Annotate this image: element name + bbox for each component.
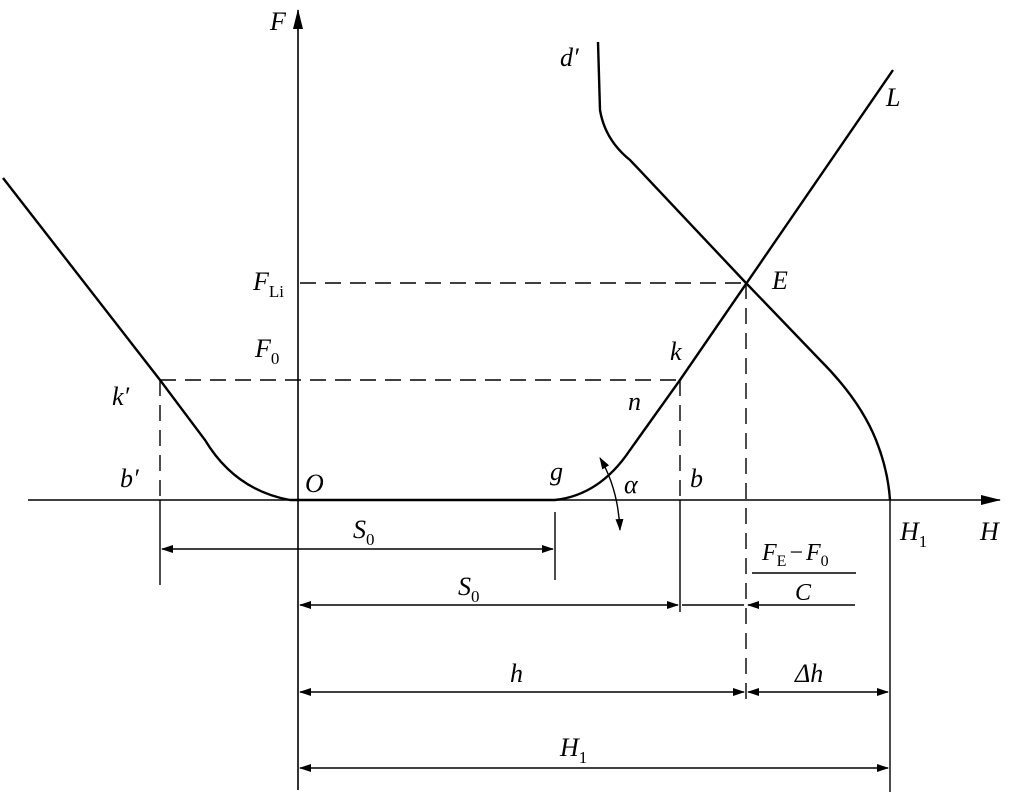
dimension-lines bbox=[161, 545, 889, 772]
angle-alpha-label: α bbox=[624, 470, 639, 499]
curve-l-label: L bbox=[885, 83, 900, 112]
h-label: h bbox=[510, 659, 523, 688]
point-k-prime-label: k′ bbox=[112, 382, 130, 411]
alpha-angle-arc bbox=[599, 457, 624, 531]
delta-h-label: Δh bbox=[794, 659, 823, 688]
h-axis-label: H bbox=[979, 517, 1000, 546]
dashed-guides bbox=[159, 282, 747, 700]
fraction-numerator: FE−F0 bbox=[761, 540, 829, 570]
point-g-label: g bbox=[550, 457, 563, 486]
point-e-label: E bbox=[771, 266, 788, 295]
point-h1-label: H1 bbox=[899, 517, 927, 551]
right-spring-curve-L bbox=[298, 69, 894, 502]
left-spring-curve bbox=[2, 177, 298, 502]
dimension-labels: S0 S0 h Δh H1 FE−F0 C bbox=[353, 515, 829, 767]
s0-upper-label: S0 bbox=[353, 515, 375, 549]
point-k-label: k bbox=[670, 337, 682, 366]
load-curve-d bbox=[596, 41, 892, 501]
curve-d-prime-label: d′ bbox=[560, 43, 579, 72]
fli-label: FLi bbox=[252, 267, 284, 301]
point-labels: F H FLi F0 E L d′ k k′ n g α b b′ O H1 bbox=[112, 7, 1000, 551]
fraction-denominator: C bbox=[795, 580, 812, 606]
h1-dim-label: H1 bbox=[559, 733, 587, 767]
s0-lower-label: S0 bbox=[458, 572, 480, 606]
f-axis-label: F bbox=[269, 7, 287, 36]
point-b-prime-label: b′ bbox=[120, 464, 139, 493]
f0-label: F0 bbox=[254, 334, 279, 368]
origin-o-label: O bbox=[305, 469, 324, 498]
point-b-label: b bbox=[690, 464, 703, 493]
dimension-ticks bbox=[159, 500, 891, 792]
point-n-label: n bbox=[628, 387, 641, 416]
